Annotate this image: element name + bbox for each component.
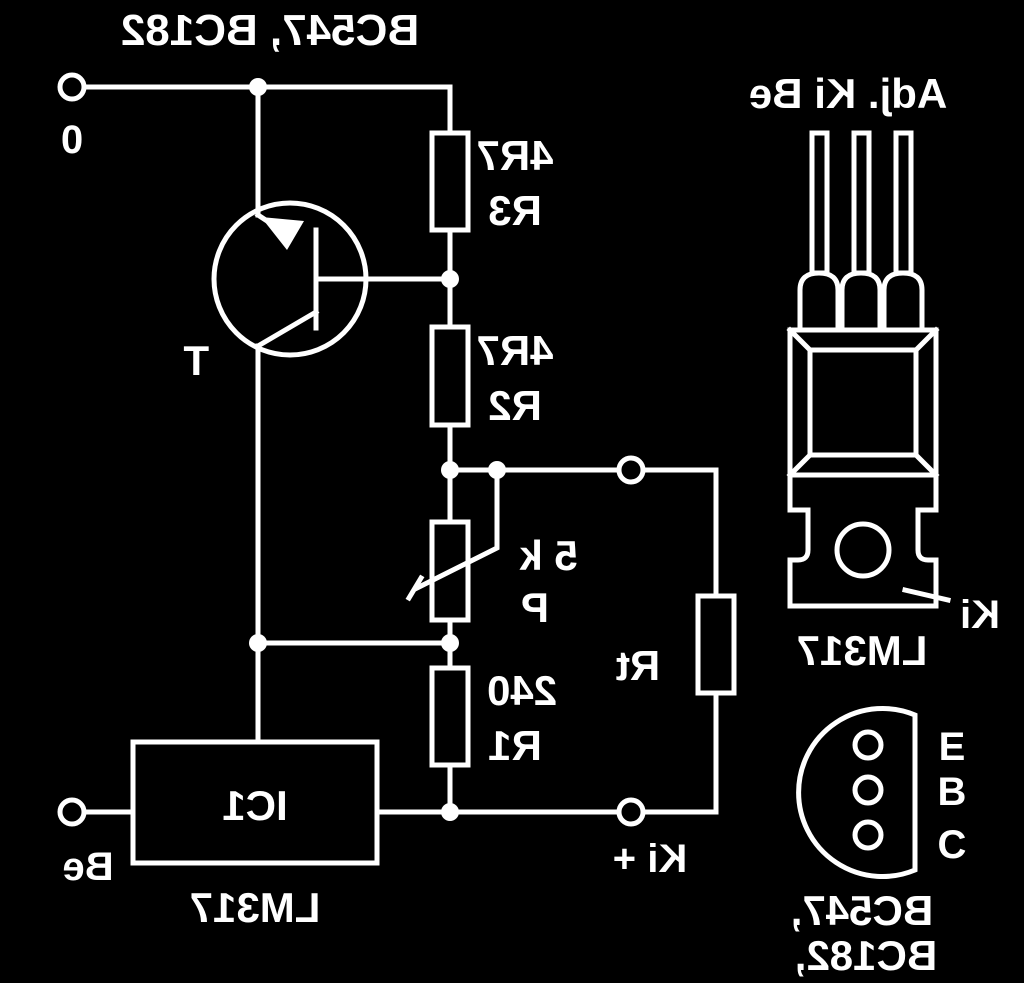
resistor-rt xyxy=(695,593,737,696)
r2-value-label: 4R7 xyxy=(476,327,553,374)
transistor-symbol xyxy=(211,200,453,358)
junction-dot xyxy=(441,803,459,821)
r2-ref-label: R2 xyxy=(488,382,542,429)
bc-pin-b-label: B xyxy=(938,770,967,814)
lm317-name-label: LM317 xyxy=(797,627,928,674)
potentiometer-p xyxy=(429,519,471,623)
terminal-output-label: Ki + xyxy=(613,837,687,881)
r3-ref-label: R3 xyxy=(488,187,542,234)
terminal-zero xyxy=(57,72,87,102)
bc-name-line2: BC182, xyxy=(795,932,937,979)
junction-dot xyxy=(441,634,459,652)
r3-value-label: 4R7 xyxy=(476,132,553,179)
terminal-input-label: Be xyxy=(62,845,113,889)
resistor-r3 xyxy=(429,130,471,233)
terminal-zero-label: 0 xyxy=(61,118,83,162)
resistor-r1 xyxy=(429,665,471,768)
resistor-r2 xyxy=(429,324,471,428)
emitter-arrow-icon xyxy=(261,217,304,250)
bc-pin-e-label: E xyxy=(939,725,966,769)
wiper-tick xyxy=(405,574,425,602)
transistor-types-title: BC547, BC182 xyxy=(121,6,419,55)
bc-name-line1: BC547, xyxy=(791,887,933,934)
pot-ref-label: P xyxy=(521,584,549,631)
pot-value-label: 5 k xyxy=(519,532,578,579)
ic1-box xyxy=(130,739,380,866)
terminal-input xyxy=(57,797,87,827)
terminal-output xyxy=(616,797,646,827)
terminal-load-top xyxy=(616,455,646,485)
bc-pin-c-label: C xyxy=(938,823,967,867)
ic1-type-label: LM317 xyxy=(190,884,321,931)
lm317-pins-label: Adj. Ki Be xyxy=(749,70,947,117)
r1-ref-label: R1 xyxy=(488,722,542,769)
junction-dot xyxy=(488,461,506,479)
junctions xyxy=(249,78,506,821)
ic1-ref-label: IC1 xyxy=(222,782,287,829)
wires xyxy=(81,84,719,815)
lm317-package-drawing xyxy=(786,130,952,609)
rt-ref-label: Rt xyxy=(616,642,660,689)
junction-dot xyxy=(441,461,459,479)
bc547-package-drawing xyxy=(796,706,918,879)
junction-dot xyxy=(249,634,267,652)
r1-value-label: 240 xyxy=(487,667,557,714)
lm317-tab-label: Ki xyxy=(960,593,1000,637)
transistor-ref-label: T xyxy=(183,337,209,384)
junction-dot xyxy=(249,78,267,96)
